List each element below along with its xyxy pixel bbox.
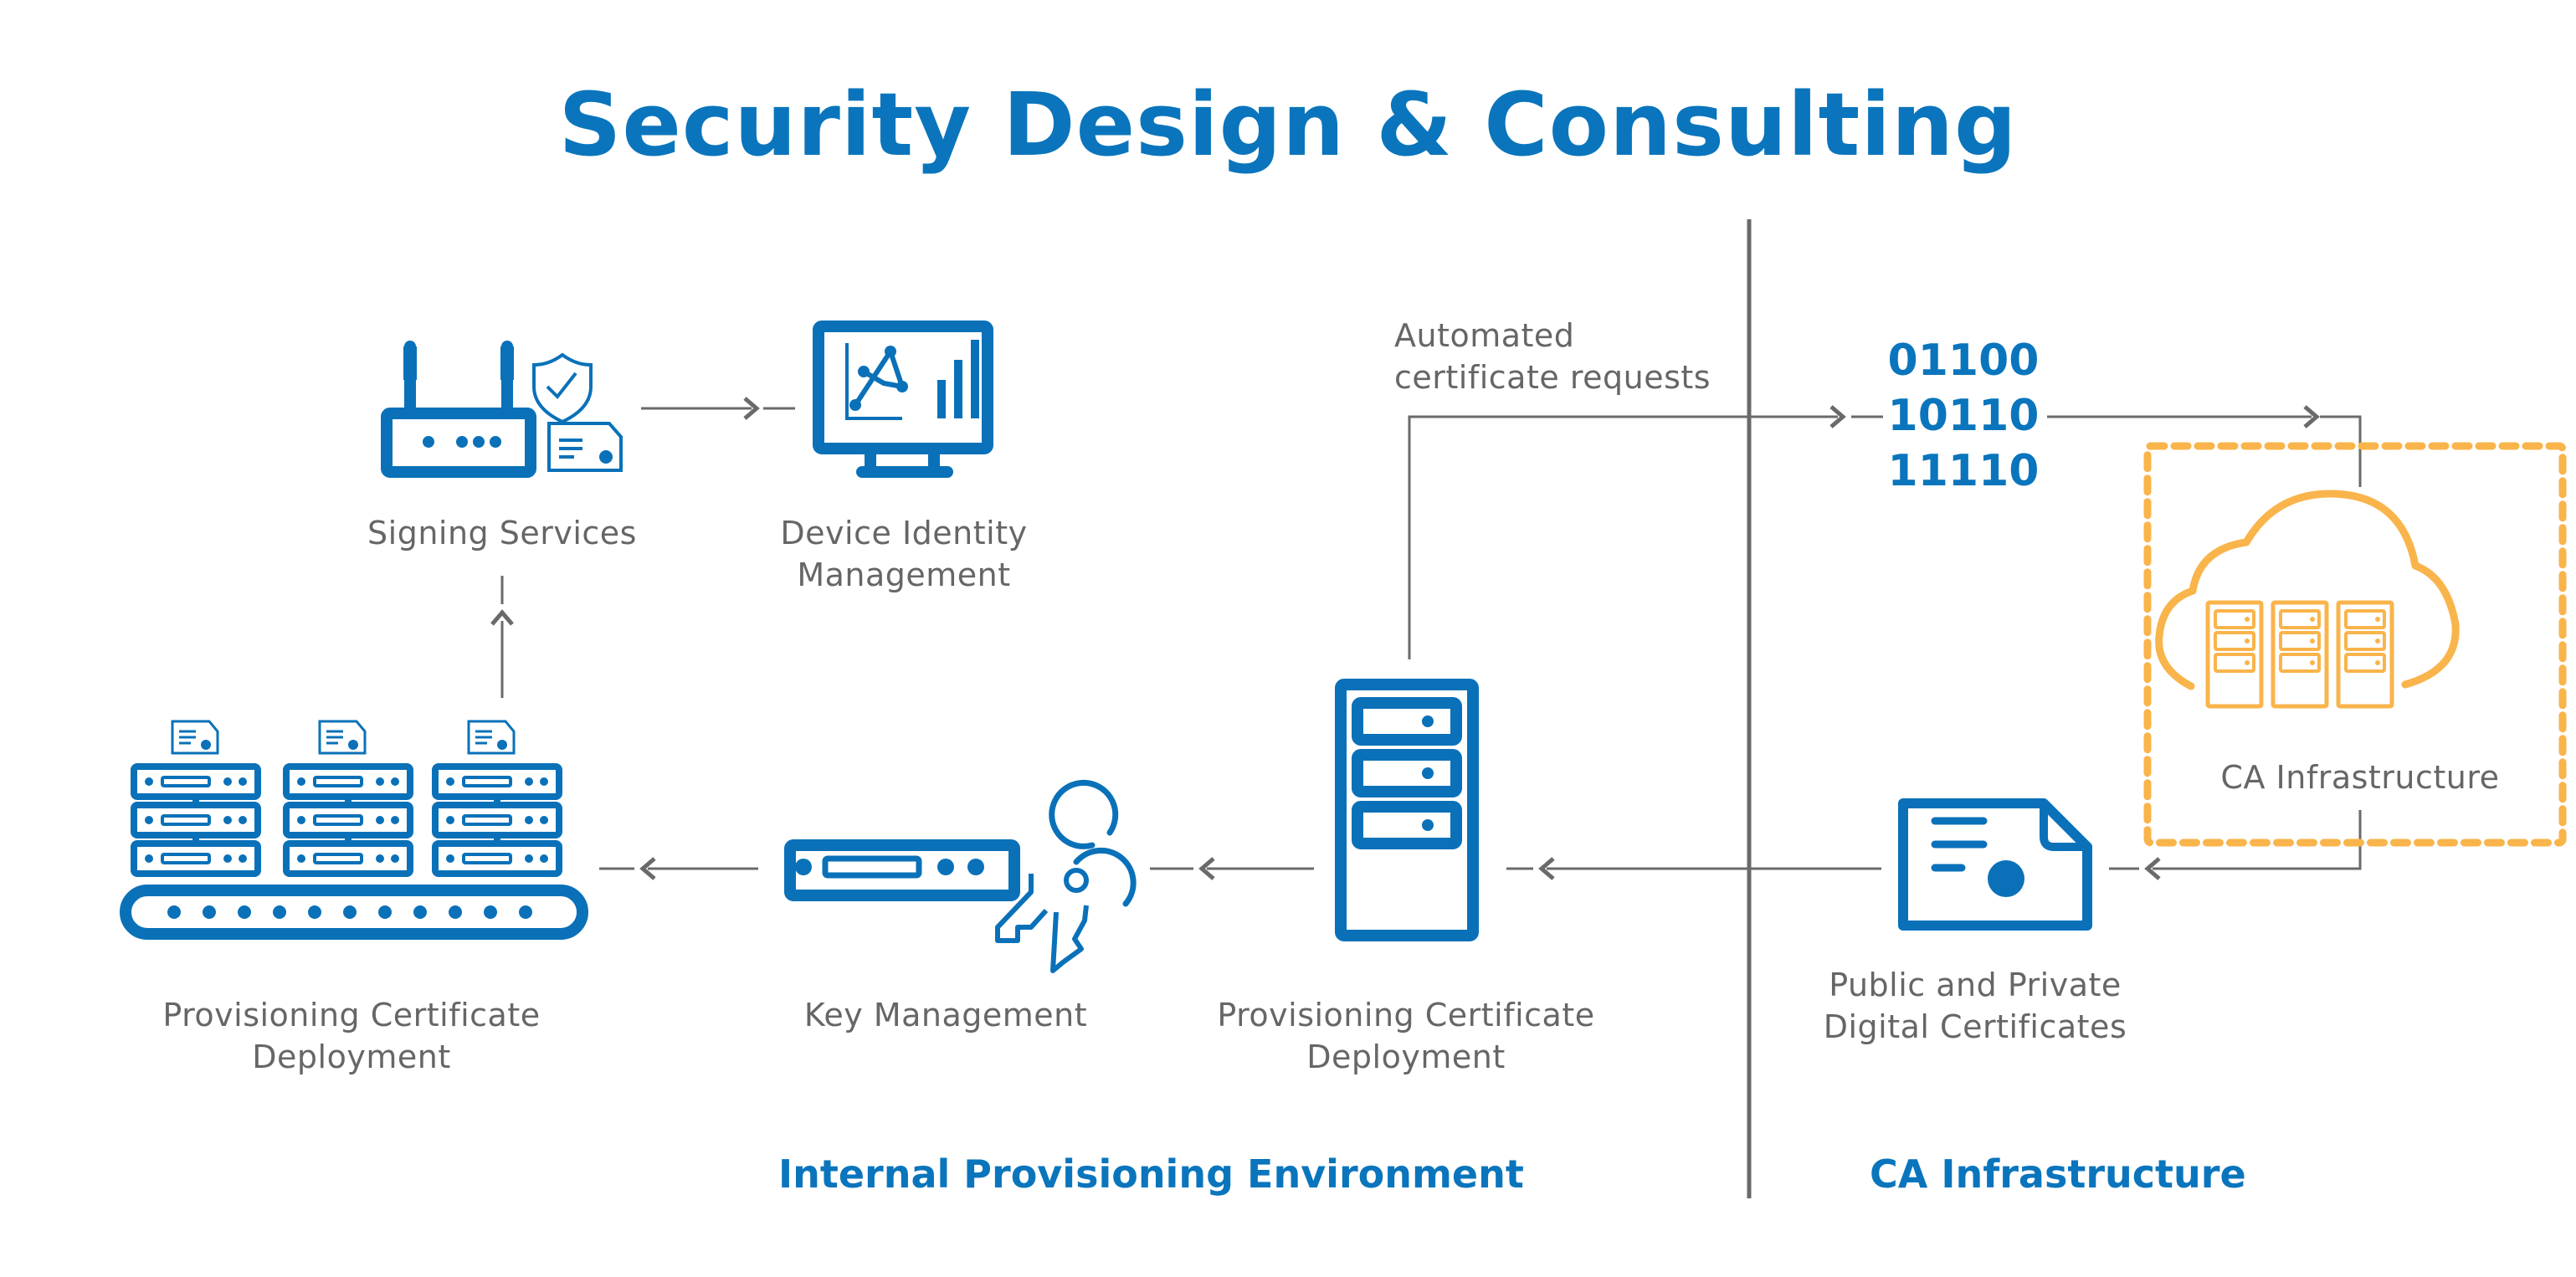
server-rack-icon (131, 763, 562, 877)
server-rack-column (283, 763, 413, 877)
server-rack-column (432, 763, 562, 877)
connector-keys-to-provisioning (599, 857, 758, 880)
ca-boundary (2143, 442, 2567, 847)
section-label-ca: CA Infrastructure (1870, 1151, 2246, 1197)
page-title: Security Design & Consulting (558, 74, 2018, 176)
certificate-icon (171, 720, 219, 755)
certificate-icon-row (171, 720, 516, 755)
connector-binary-to-ca (2047, 405, 2362, 487)
label-device-identity: Device Identity Management (780, 515, 1028, 593)
certificate-icon (318, 720, 367, 755)
keys-icon (995, 779, 1137, 973)
label-public-private-certs: Public and Private Digital Certificates (1823, 967, 2127, 1045)
connector-requests-to-binary (1408, 405, 1883, 659)
connector-provisioning-to-signing (490, 576, 514, 698)
server-tower-icon (2336, 600, 2394, 709)
cloud-servers-icon (2155, 490, 2460, 709)
conveyor-icon (120, 885, 588, 940)
connector-provisioning-to-keys (1150, 857, 1314, 880)
section-label-internal: Internal Provisioning Environment (778, 1151, 1524, 1197)
connector-certs-to-provisioning (1506, 857, 1881, 880)
label-key-management: Key Management (803, 997, 1088, 1033)
hsm-appliance-icon (784, 839, 1020, 901)
label-signing-services: Signing Services (367, 515, 637, 551)
certificate-icon (547, 422, 623, 472)
connector-signing-to-device (641, 397, 795, 420)
label-ca-infrastructure: CA Infrastructure (2220, 759, 2500, 796)
monitor-chart-icon (813, 321, 993, 478)
binary-data: 01100 10110 11110 (1887, 336, 2040, 496)
server-tower-icon (2271, 600, 2329, 709)
certificate-icon (1898, 798, 2092, 931)
server-tower-icon (2205, 600, 2264, 709)
label-provisioning-center: Provisioning Certificate Deployment (1217, 997, 1595, 1075)
label-automated-requests: Automated certificate requests (1394, 317, 1711, 396)
label-provisioning-left: Provisioning Certificate Deployment (162, 997, 541, 1075)
certificate-icon (467, 720, 516, 755)
server-rack-column (131, 763, 261, 877)
connector-ca-to-certs (2109, 810, 2362, 880)
server-tower-icon (1335, 679, 1479, 941)
router-icon (381, 341, 536, 478)
shield-check-icon (532, 352, 593, 424)
